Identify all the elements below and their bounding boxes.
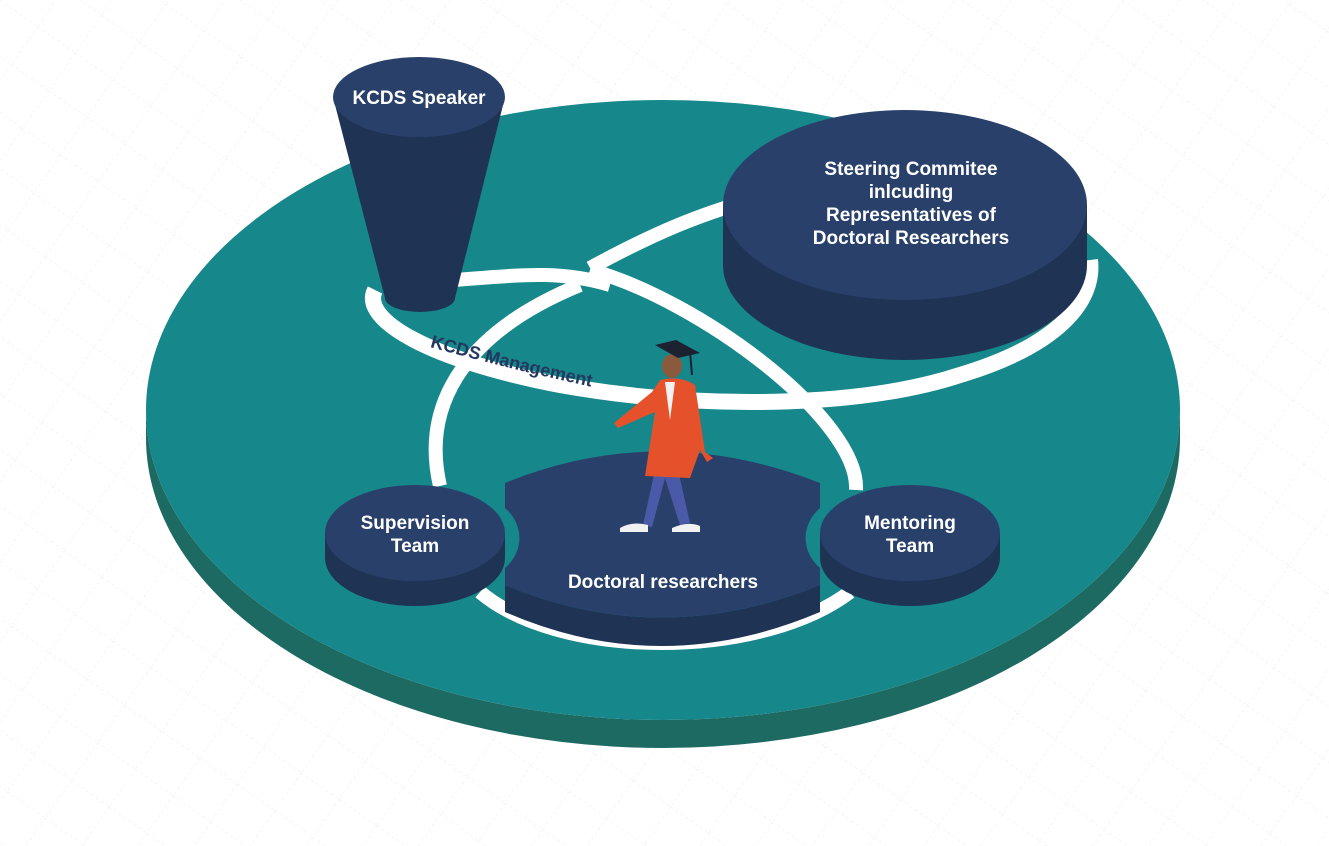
steering-top — [723, 110, 1087, 300]
mentoring-team-block: Mentoring Team — [820, 485, 1000, 606]
speaker-cone-top — [333, 57, 505, 137]
speaker-cone-body — [333, 97, 505, 309]
graduate-shoe-left — [620, 523, 648, 532]
steering-label-line-2: inlcuding — [869, 182, 953, 203]
kcds-speaker-block: KCDS Speaker — [333, 57, 505, 312]
steering-label-line-1: Steering Commitee — [824, 159, 997, 180]
supervision-team-block: Supervision Team — [325, 485, 505, 606]
graduate-shirt — [665, 382, 675, 420]
supervision-label-line-1: Supervision — [361, 513, 470, 534]
steering-label-line-4: Doctoral Researchers — [813, 228, 1009, 249]
speaker-cone-bottom — [385, 284, 455, 312]
researchers-top — [505, 451, 820, 618]
graduate-gown — [614, 378, 713, 478]
mentoring-label-line-2: Team — [886, 536, 934, 557]
graduate-cap — [655, 340, 700, 358]
ring-management-band — [365, 259, 1099, 410]
speaker-label: KCDS Speaker — [352, 88, 486, 109]
researchers-label: Doctoral researchers — [568, 572, 758, 593]
ring-inner-left — [454, 268, 613, 292]
ring-right-arc — [588, 263, 864, 491]
graduate-figure — [614, 340, 713, 532]
graduate-shoe-right — [672, 523, 700, 532]
graduate-cap-tassel — [689, 351, 693, 376]
researchers-side — [505, 585, 820, 646]
ring-left-arc — [428, 278, 583, 488]
mentoring-label-line-1: Mentoring — [864, 513, 956, 534]
mentoring-top — [820, 485, 1000, 581]
supervision-label-line-2: Team — [391, 536, 439, 557]
steering-committee-block: Steering Commitee inlcuding Representati… — [723, 110, 1087, 360]
steering-label-line-3: Representatives of — [826, 205, 997, 226]
graduate-legs — [643, 470, 690, 527]
graduate-head — [662, 354, 682, 378]
doctoral-researchers-block: Doctoral researchers — [505, 451, 820, 646]
supervision-top — [325, 485, 505, 581]
